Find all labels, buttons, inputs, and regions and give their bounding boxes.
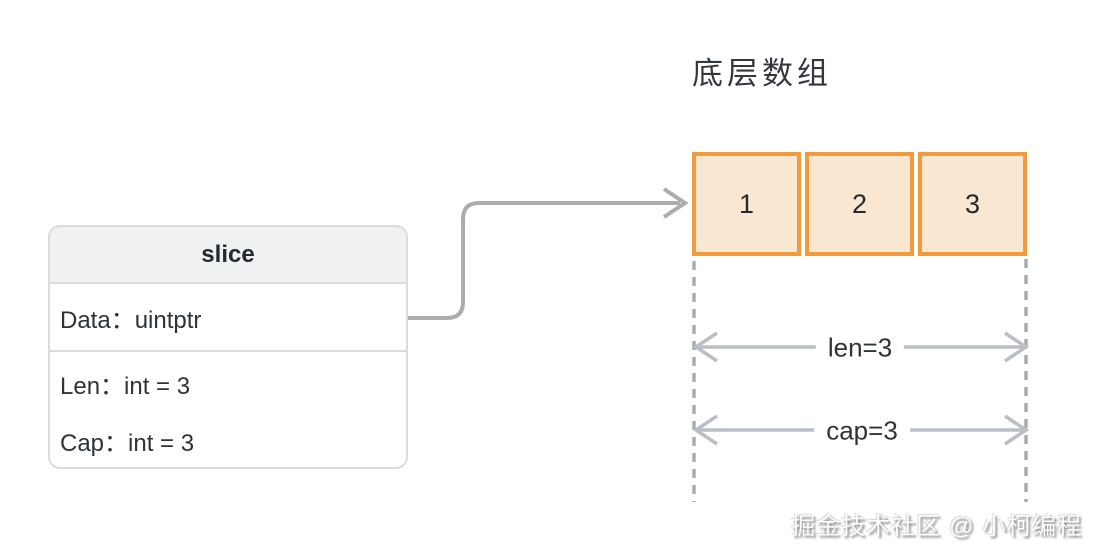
underlying-array: 1 2 3 <box>692 152 1027 256</box>
slice-field-cap: Cap：int = 3 <box>60 430 195 457</box>
cap-arrowhead-left-icon <box>692 414 718 446</box>
array-cell: 1 <box>692 152 801 256</box>
array-title: 底层数组 <box>692 56 832 91</box>
len-label: len=3 <box>815 332 905 364</box>
slice-field-len: Len：int = 3 <box>60 372 191 400</box>
cap-label: cap=3 <box>814 415 910 447</box>
watermark: 掘金技术社区 @ 小柯编程 <box>791 513 1082 540</box>
array-cell: 2 <box>805 152 914 256</box>
pointer-arrow <box>232 201 680 320</box>
cap-arrowhead-right-icon <box>1004 414 1030 446</box>
pointer-arrowhead-icon <box>662 187 689 219</box>
slice-field-data: Data：uintptr <box>50 284 406 352</box>
len-arrowhead-left-icon <box>692 331 718 363</box>
slice-struct-title: slice <box>50 227 406 284</box>
slice-struct-box: slice Data：uintptr Len：int = 3 Cap：int =… <box>48 225 408 469</box>
len-arrowhead-right-icon <box>1004 331 1030 363</box>
array-cell: 3 <box>918 152 1027 256</box>
